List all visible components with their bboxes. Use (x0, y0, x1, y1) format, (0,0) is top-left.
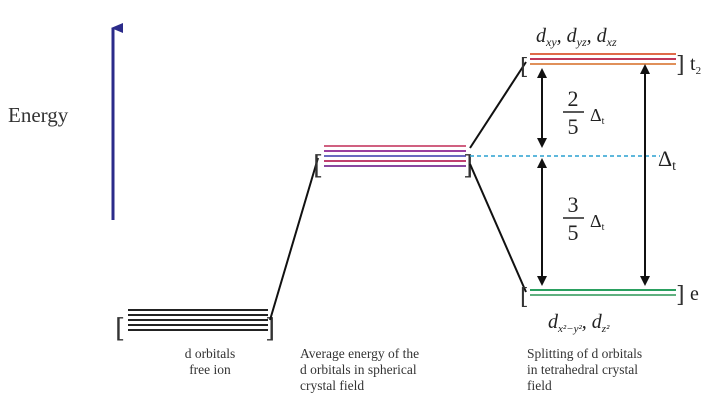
lower-split-label: 3 5 Δt (563, 192, 605, 245)
energy-axis-label: Energy (8, 103, 69, 127)
total-split-label: Δt (658, 146, 676, 174)
svg-text:[: [ (313, 151, 323, 181)
caption-tetrahedral: Splitting of d orbitals in tetrahedral c… (527, 346, 643, 393)
svg-text:[: [ (520, 285, 529, 310)
caption-free-ion: d orbitals free ion (184, 346, 236, 377)
bracket-left: [ (115, 314, 125, 344)
svg-text:5: 5 (568, 220, 579, 245)
svg-text:]: ] (676, 53, 685, 78)
caption-spherical: Average energy of the d orbitals in sphe… (300, 346, 420, 393)
bracket-right: ] (265, 314, 275, 344)
svg-text:Δt: Δt (590, 105, 605, 127)
e-orbital-label: dx²−y², dz² (548, 311, 610, 335)
connector-to-e (469, 163, 527, 293)
e-symmetry-label: e (690, 283, 699, 305)
spherical-levels: [ ] (313, 145, 473, 181)
svg-text:]: ] (676, 283, 685, 308)
t2-orbital-label: dxy, dyz, dxz (536, 25, 617, 49)
svg-text:5: 5 (568, 114, 579, 139)
svg-text:]: ] (463, 151, 473, 181)
svg-text:[: [ (520, 55, 529, 80)
t2-symmetry-label: t2 (690, 53, 701, 77)
t2-levels: [ ] (520, 53, 685, 80)
svg-text:2: 2 (568, 86, 579, 111)
svg-text:Δt: Δt (590, 211, 605, 233)
svg-text:3: 3 (568, 192, 579, 217)
connector-free-to-spherical (269, 157, 319, 321)
e-levels: [ ] (520, 283, 685, 310)
upper-split-label: 2 5 Δt (563, 86, 605, 139)
connector-to-t2 (469, 61, 527, 149)
free-ion-levels: [ ] (115, 309, 275, 344)
